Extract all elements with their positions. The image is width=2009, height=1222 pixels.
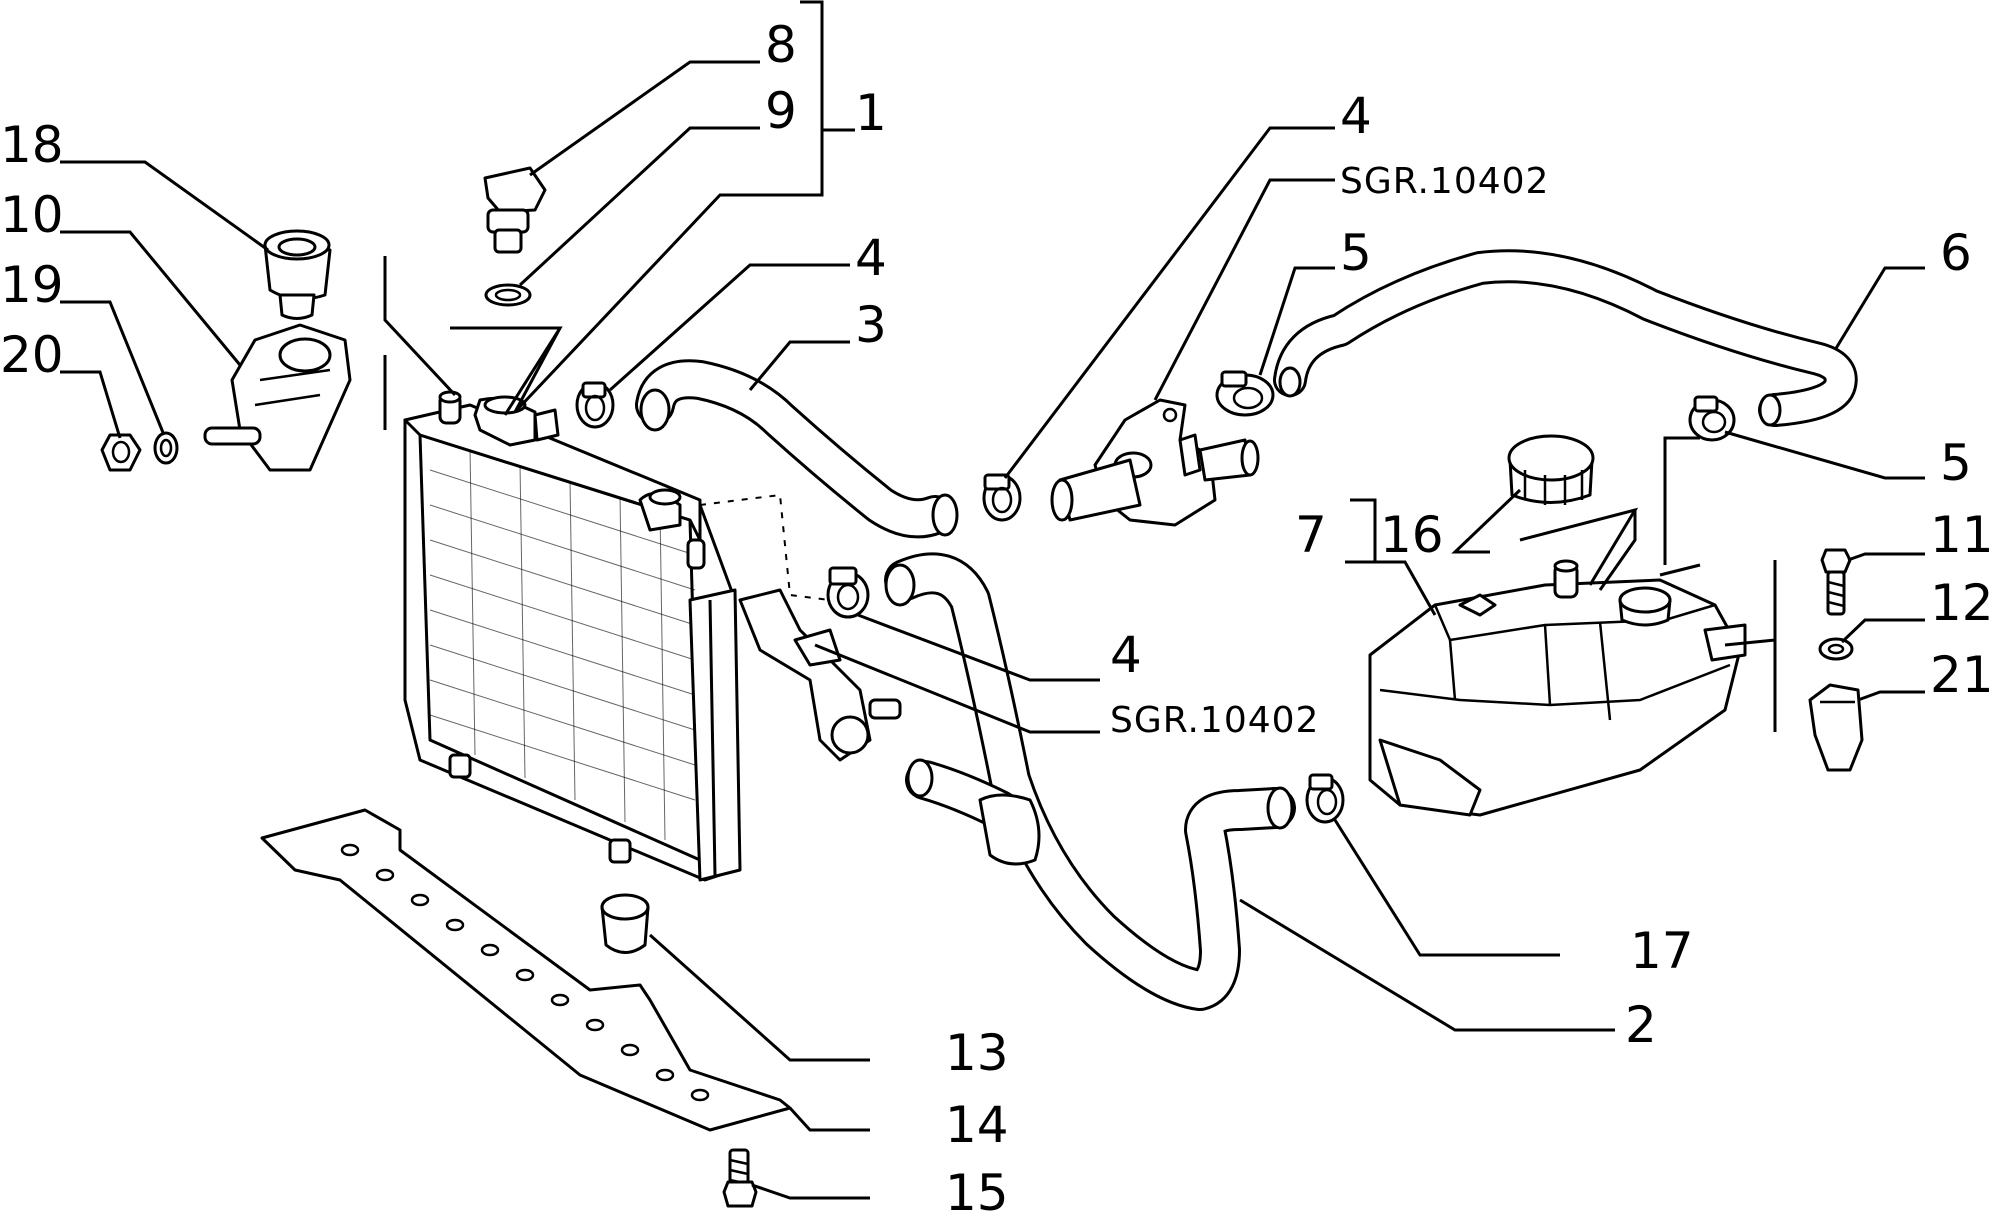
filler-cap-8 — [483, 166, 547, 254]
hose-clamp-4b — [982, 473, 1022, 522]
nut-20 — [100, 433, 142, 472]
hose-6 — [1273, 249, 1858, 427]
callout-4-middle: 4 — [1110, 626, 1142, 684]
callout-2: 2 — [1625, 996, 1657, 1054]
hose-clamp-4a — [575, 381, 615, 429]
clip-21 — [1808, 683, 1864, 772]
callout-1: 1 — [855, 84, 887, 142]
callout-12: 12 — [1930, 574, 1994, 632]
callout-sgr-top: SGR.10402 — [1340, 161, 1549, 202]
callout-14: 14 — [945, 1096, 1009, 1154]
callout-16: 16 — [1380, 506, 1444, 564]
callout-17: 17 — [1630, 922, 1694, 980]
hose-clamp-5b — [1688, 395, 1736, 442]
callout-11: 11 — [1930, 506, 1994, 564]
callout-15: 15 — [945, 1164, 1009, 1217]
callout-13: 13 — [945, 1024, 1009, 1082]
callout-labels: 8 9 1 18 10 19 20 4 3 4 SGR.10402 5 6 5 … — [0, 16, 1994, 1222]
grommet-18 — [263, 229, 332, 320]
callout-5-top: 5 — [1340, 224, 1372, 282]
rubber-mount-13 — [600, 893, 650, 954]
callout-7: 7 — [1295, 506, 1327, 564]
seal-ring-9 — [484, 283, 532, 307]
mounting-bracket-10 — [203, 323, 352, 472]
washer-19 — [153, 431, 179, 465]
callout-5-right: 5 — [1940, 434, 1972, 492]
radiator — [403, 390, 742, 882]
callout-8: 8 — [765, 16, 797, 74]
hose-3 — [635, 359, 959, 539]
hose-clamp-17 — [1305, 773, 1345, 824]
hose-clamp-4c — [826, 566, 870, 619]
hose-clamp-5a — [1215, 370, 1275, 417]
washer-12 — [1818, 637, 1854, 661]
thermostat-housing — [1050, 398, 1260, 527]
callout-20: 20 — [0, 326, 64, 384]
hose-2 — [884, 552, 1296, 1011]
callout-21: 21 — [1930, 646, 1994, 704]
lower-crossmember-14 — [260, 808, 792, 1132]
leader-lines — [60, 0, 1925, 1200]
callout-10: 10 — [0, 186, 64, 244]
callout-4-top: 4 — [1340, 87, 1372, 145]
bolt-15 — [722, 1148, 758, 1208]
reservoir-cap-16 — [1507, 434, 1595, 505]
callout-3: 3 — [855, 296, 887, 354]
callout-6: 6 — [1940, 224, 1972, 282]
callout-sgr-bottom: SGR.10402 — [1110, 700, 1319, 741]
callout-9: 9 — [765, 82, 797, 140]
outlet-bracket — [738, 588, 902, 762]
callout-19: 19 — [0, 256, 64, 314]
callout-4-upper-left: 4 — [855, 229, 887, 287]
bolt-11 — [1820, 548, 1852, 616]
callout-18: 18 — [0, 116, 64, 174]
expansion-tank-7 — [1368, 559, 1747, 817]
